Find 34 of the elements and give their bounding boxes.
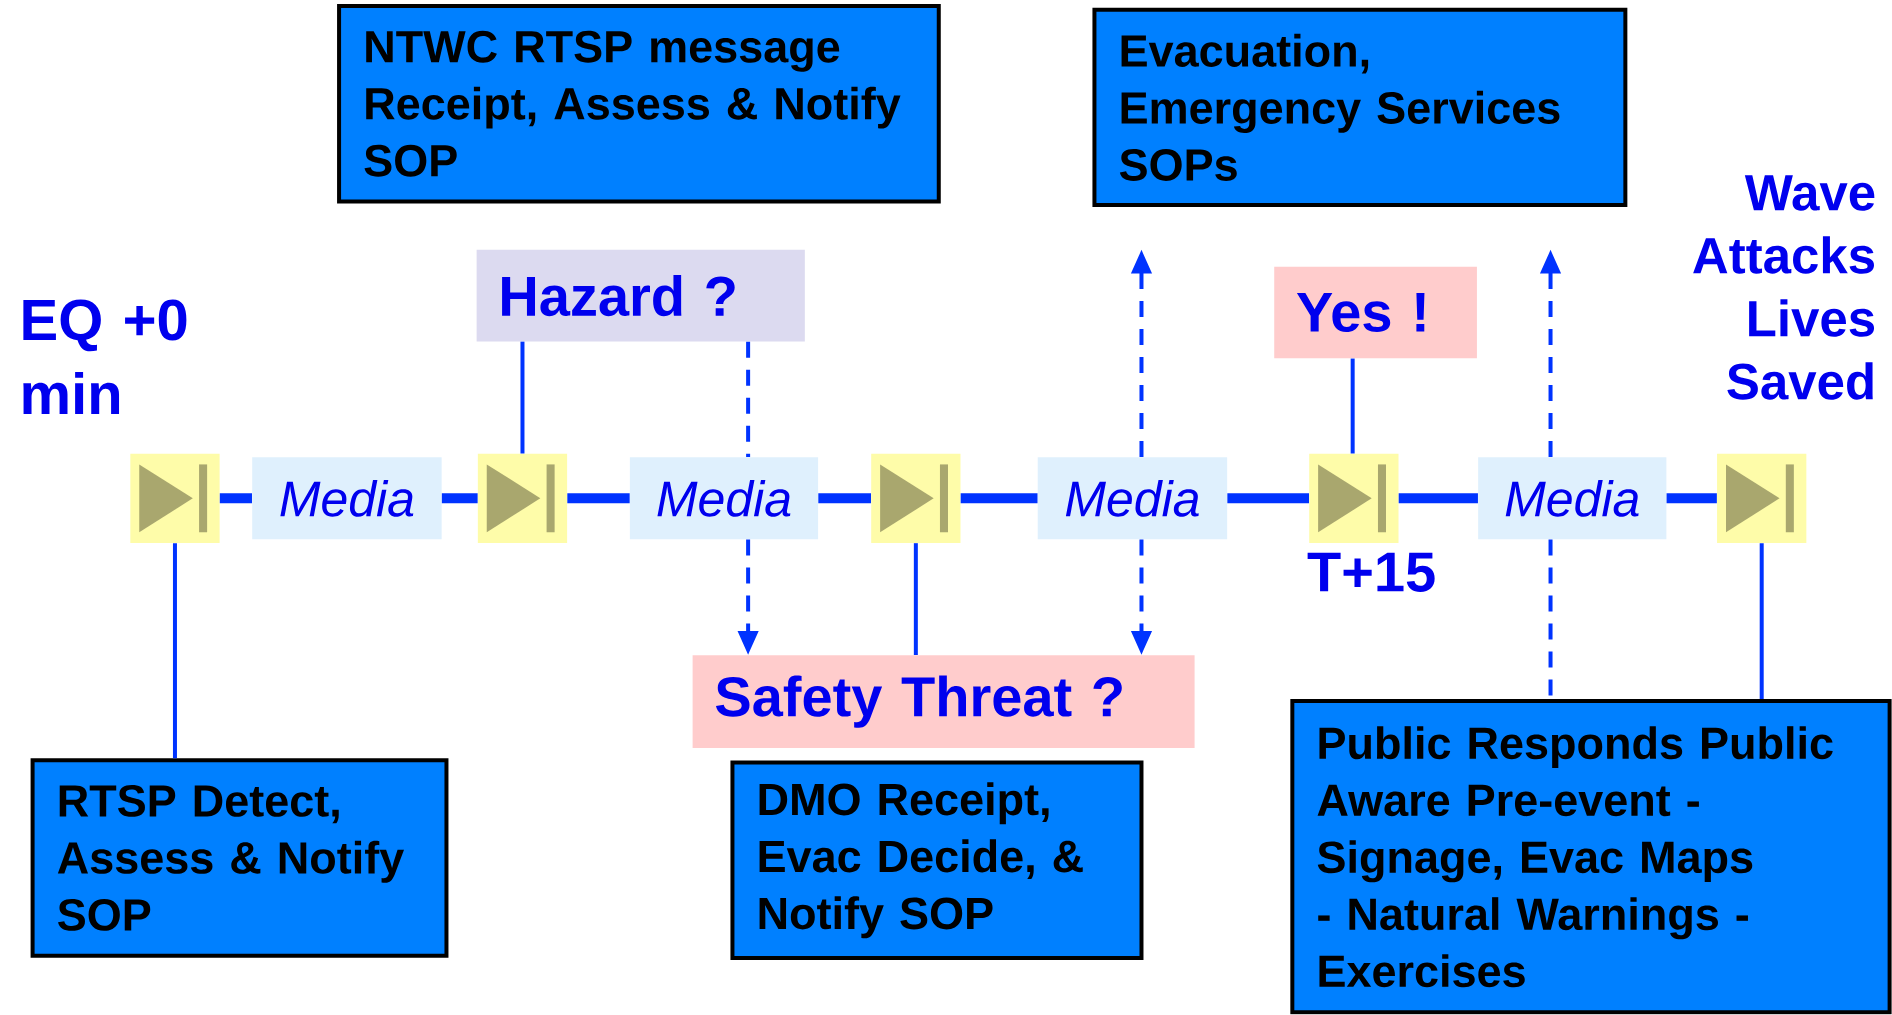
timeline-line: [1666, 493, 1717, 504]
media-box: Media: [252, 457, 442, 540]
skip-icon: [1309, 453, 1399, 543]
connector-line: [1350, 358, 1355, 454]
skip-icon: [871, 453, 961, 543]
process-box: Evacuation, Emergency Services SOPs: [1092, 7, 1628, 208]
timeline-line: [441, 493, 478, 504]
connector-line: [520, 341, 525, 454]
annotation-text: Wave Attacks Lives Saved: [1693, 175, 1875, 400]
connector-line: [746, 341, 751, 458]
connector-line: [1759, 543, 1764, 700]
timeline-line: [1227, 493, 1309, 504]
skip-icon: [477, 453, 568, 543]
timeline-line: [818, 493, 871, 504]
skip-icon: [1717, 453, 1807, 543]
timeline-line: [567, 493, 630, 504]
annotation-text: EQ +0 min: [23, 299, 187, 414]
media-box: Media: [1037, 457, 1228, 540]
skip-icon: [130, 453, 220, 543]
timeline-line: [960, 493, 1038, 504]
time-label: T+15: [1307, 552, 1435, 592]
question-box: Safety Threat ?: [692, 655, 1195, 749]
timeline-line: [219, 493, 252, 504]
answer-box: Yes !: [1274, 266, 1477, 359]
process-box: Public Responds Public Aware Pre-event - Signage, Evac Maps - Natural Warnings - Exercises: [1290, 699, 1892, 1015]
media-box: Media: [629, 457, 819, 540]
media-box: Media: [1478, 457, 1667, 540]
process-box: DMO Receipt, Evac Decide, & Notify SOP: [730, 760, 1144, 961]
connector-line: [913, 543, 918, 655]
connector-line: [172, 543, 177, 759]
process-box: RTSP Detect, Assess & Notify SOP: [30, 758, 449, 958]
timeline-line: [1398, 493, 1478, 504]
process-box: NTWC RTSP message Receipt, Assess & Notify SOP: [337, 4, 941, 204]
question-box: Hazard ?: [476, 249, 805, 342]
